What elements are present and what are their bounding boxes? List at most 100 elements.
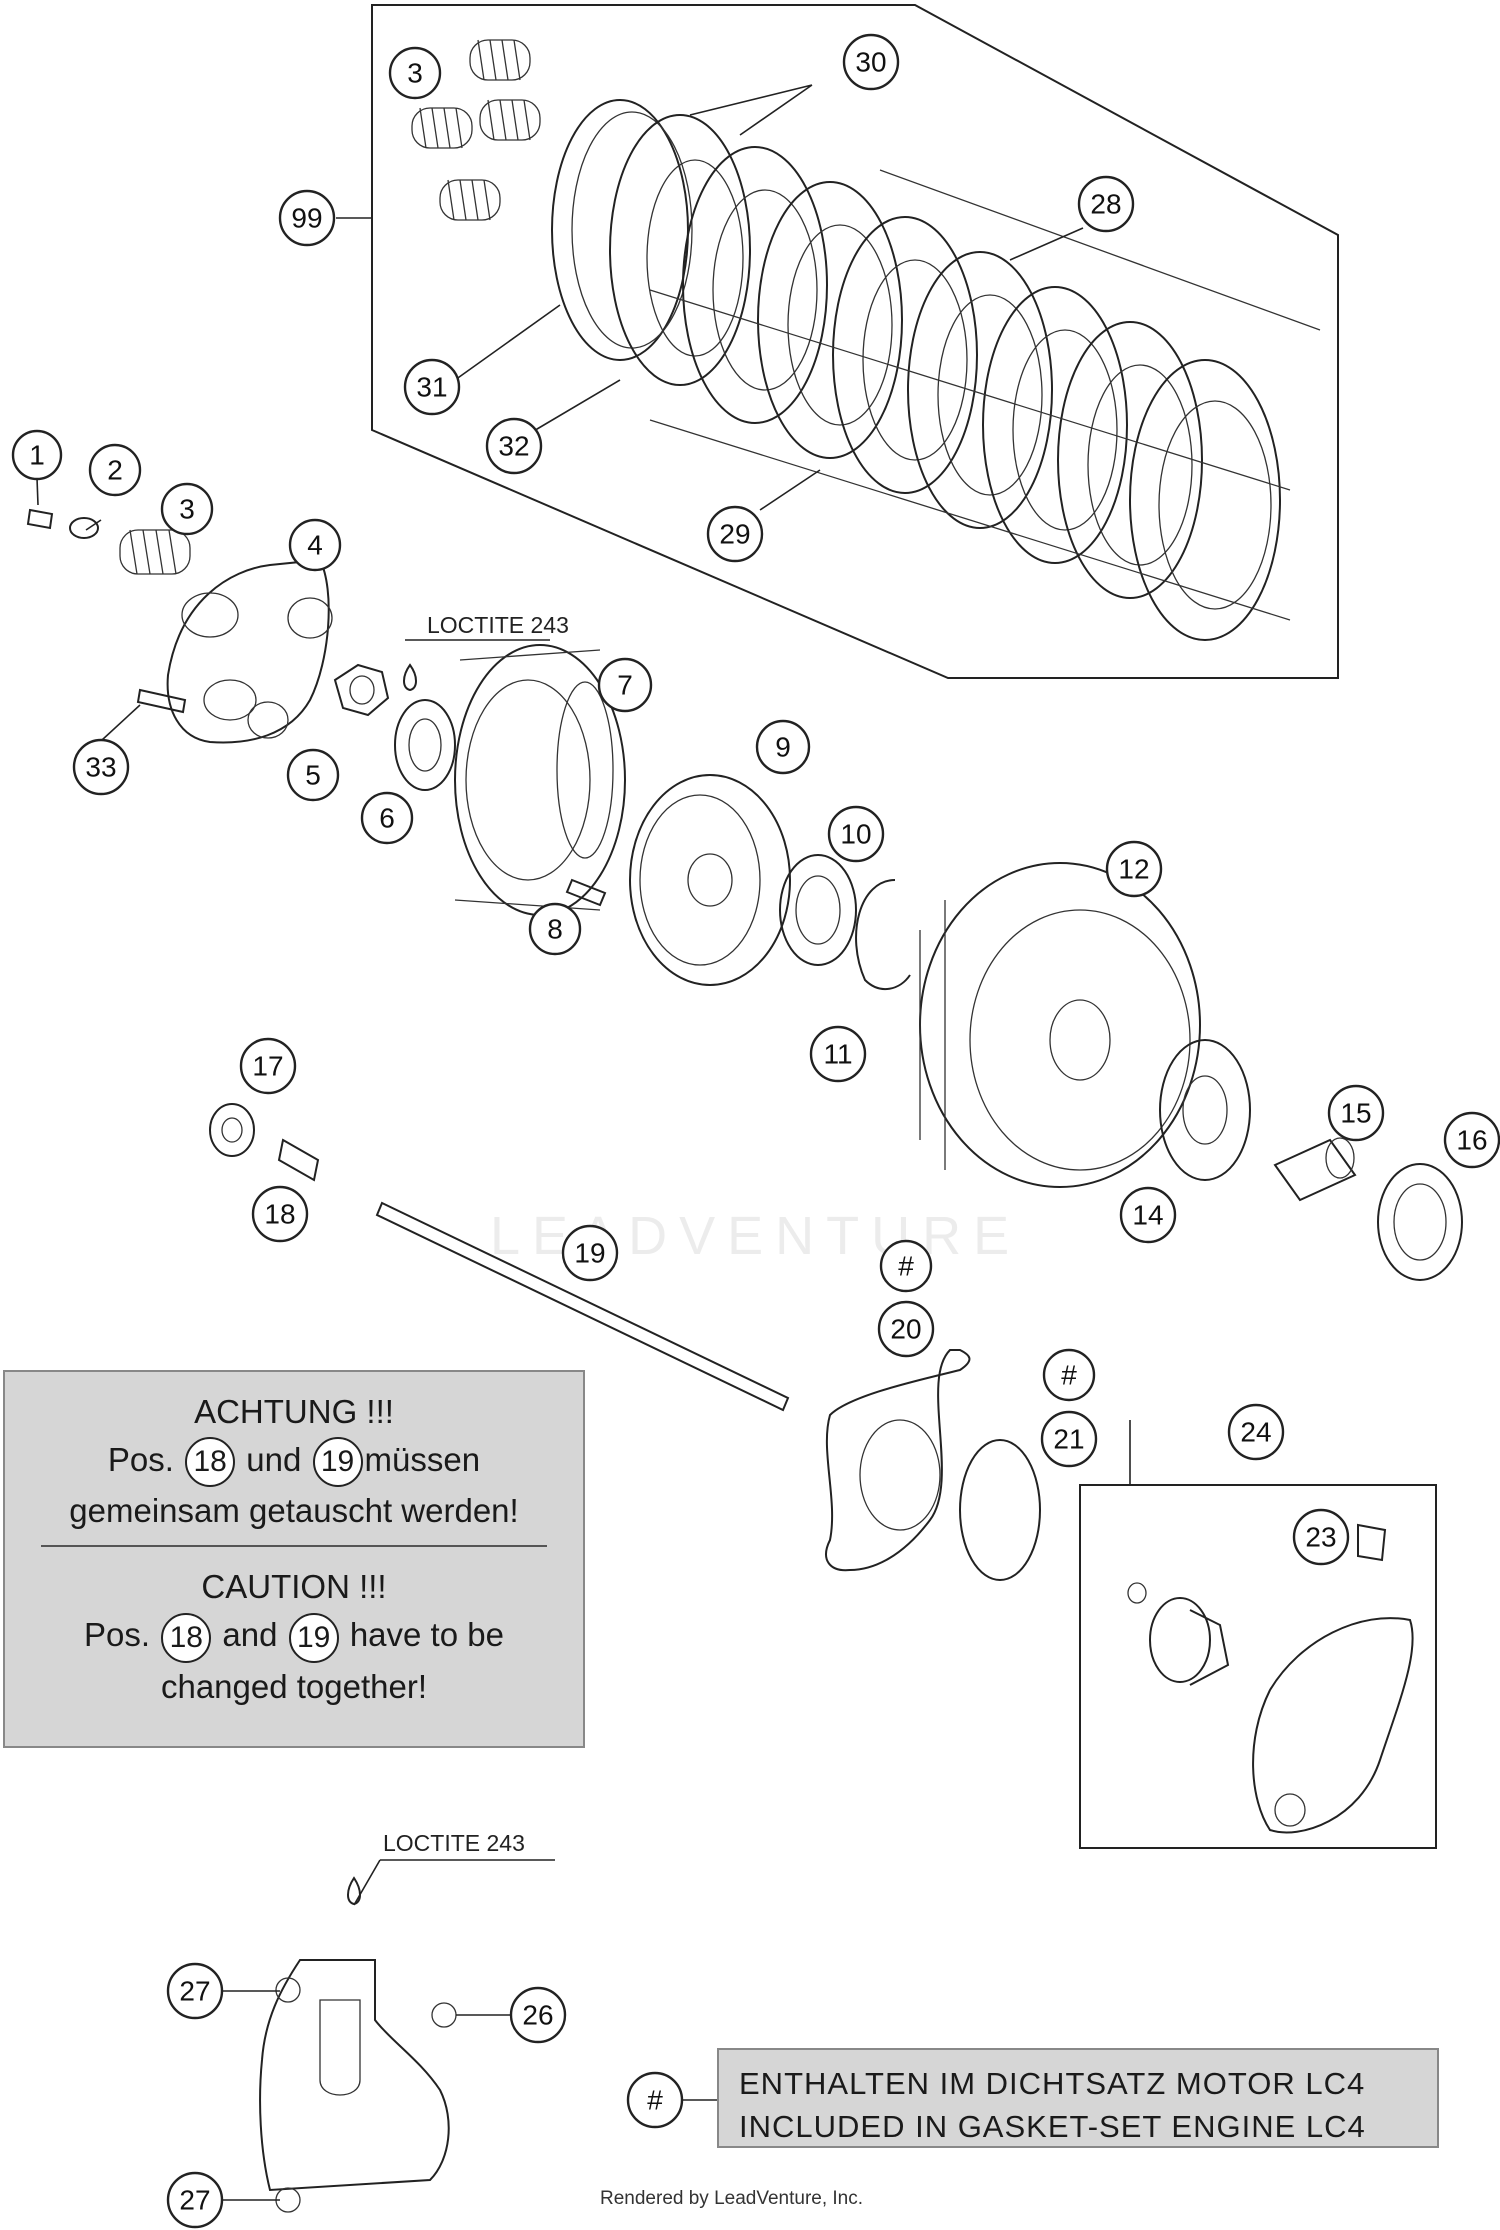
ref-19-en: 19: [288, 1612, 339, 1663]
svg-text:31: 31: [416, 372, 447, 403]
ref-18-de: 18: [185, 1437, 236, 1488]
clutch-springs-kit: [411, 39, 541, 221]
callout-8: 8: [528, 902, 582, 956]
bearing-10: [779, 854, 857, 966]
stud-33: [136, 688, 187, 714]
svg-text:33: 33: [85, 752, 116, 783]
svg-text:10: 10: [840, 819, 871, 850]
washer-2: [69, 517, 99, 539]
pressure-cap: [166, 558, 333, 744]
callout-24: 24: [1227, 1403, 1285, 1461]
gasket-note-line2: INCLUDED IN GASKET-SET ENGINE LC4: [739, 2109, 1366, 2144]
svg-text:14: 14: [1132, 1200, 1163, 1231]
callout-27-bottom: 27: [166, 2171, 224, 2229]
svg-text:18: 18: [264, 1199, 295, 1230]
callout-30: 30: [842, 33, 900, 91]
callout-hash-20: #: [879, 1239, 933, 1293]
shaft-seal: [209, 1103, 255, 1157]
callout-19: 19: [561, 1224, 619, 1282]
caution-line-en: Pos. 18 and 19 have to be: [5, 1611, 583, 1663]
callout-31: 31: [403, 358, 461, 416]
callout-99: 99: [278, 189, 336, 247]
loctite-label-bottom: LOCTITE 243: [383, 1830, 525, 1856]
caution-line3-de: gemeinsam getauscht werden!: [69, 1492, 519, 1530]
svg-text:9: 9: [775, 732, 791, 763]
callout-hash-legend: #: [626, 2071, 684, 2129]
ref-18-en: 18: [161, 1612, 212, 1663]
svg-text:2: 2: [107, 455, 123, 486]
caution-title-de: ACHTUNG !!!: [194, 1393, 394, 1430]
spring-8: [565, 878, 607, 907]
pressure-plate: [629, 774, 791, 986]
nut-5: [333, 663, 390, 717]
callout-11: 11: [809, 1025, 867, 1083]
callout-29: 29: [706, 505, 764, 563]
callout-17: 17: [239, 1037, 297, 1095]
callout-16: 16: [1443, 1111, 1500, 1169]
callout-10: 10: [827, 805, 885, 863]
svg-text:27: 27: [179, 1976, 210, 2007]
circlip-11: [855, 879, 911, 990]
cover-leaders: [222, 1990, 511, 2201]
callout-18: 18: [251, 1185, 309, 1243]
bolt-1: [26, 508, 54, 530]
svg-text:5: 5: [305, 760, 321, 791]
gasket-set-note: ENTHALTEN IM DICHTSATZ MOTOR LC4 INCLUDE…: [717, 2048, 1439, 2148]
svg-text:6: 6: [379, 803, 395, 834]
washer-6: [394, 699, 456, 791]
push-rod: [375, 1201, 790, 1412]
callout-21: 21: [1040, 1410, 1098, 1468]
needle-bearing: [1273, 1137, 1357, 1202]
callout-26: 26: [509, 1986, 567, 2044]
callout-33: 33: [72, 738, 130, 796]
svg-text:12: 12: [1118, 854, 1149, 885]
clutch-basket: [919, 862, 1201, 1188]
svg-text:28: 28: [1090, 189, 1121, 220]
svg-text:11: 11: [823, 1039, 852, 1070]
gasket-note-line1: ENTHALTEN IM DICHTSATZ MOTOR LC4: [739, 2066, 1366, 2101]
callout-12: 12: [1105, 840, 1163, 898]
svg-text:21: 21: [1053, 1424, 1084, 1455]
caution-divider: [41, 1545, 547, 1548]
caution-line3-en: changed together!: [160, 1667, 428, 1705]
gasket-20: [825, 1349, 971, 1572]
callout-27-top: 27: [166, 1962, 224, 2020]
svg-text:8: 8: [547, 914, 563, 945]
clutch-plate-stack: [551, 99, 1321, 641]
callout-9: 9: [755, 719, 811, 775]
svg-text:99: 99: [291, 203, 322, 234]
primary-gear: [1159, 1039, 1251, 1181]
svg-text:1: 1: [29, 440, 45, 471]
slave-cylinder-box: [1079, 1484, 1437, 1849]
callout-23: 23: [1292, 1508, 1350, 1566]
clutch-cover-bottom: [259, 1959, 457, 2213]
svg-text:19: 19: [574, 1238, 605, 1269]
leader-lines: [36, 84, 1131, 1485]
spring-3: [119, 529, 191, 575]
svg-text:29: 29: [719, 519, 750, 550]
callout-6: 6: [360, 791, 414, 845]
callout-5: 5: [286, 748, 340, 802]
svg-text:32: 32: [498, 431, 529, 462]
callout-2: 2: [88, 443, 142, 497]
svg-text:20: 20: [890, 1314, 921, 1345]
loctite-drop-top: [403, 663, 417, 692]
callout-14: 14: [1119, 1186, 1177, 1244]
caution-title-en: CAUTION !!!: [201, 1568, 387, 1606]
callout-15: 15: [1327, 1084, 1385, 1142]
ref-19-de: 19: [312, 1437, 363, 1488]
callout-20: 20: [877, 1300, 935, 1358]
caution-english: CAUTION !!! Pos. 18 and 19 have to be ch…: [5, 1547, 583, 1710]
svg-text:30: 30: [855, 47, 886, 78]
svg-text:16: 16: [1456, 1125, 1487, 1156]
callout-4: 4: [288, 518, 342, 572]
callout-1: 1: [11, 429, 63, 481]
plate-kit-outline: [371, 4, 1339, 679]
svg-text:24: 24: [1240, 1417, 1271, 1448]
svg-text:27: 27: [179, 2185, 210, 2216]
loctite-drop-bottom: [347, 1876, 361, 1906]
loctite-bottom-leader: [353, 1859, 555, 1906]
